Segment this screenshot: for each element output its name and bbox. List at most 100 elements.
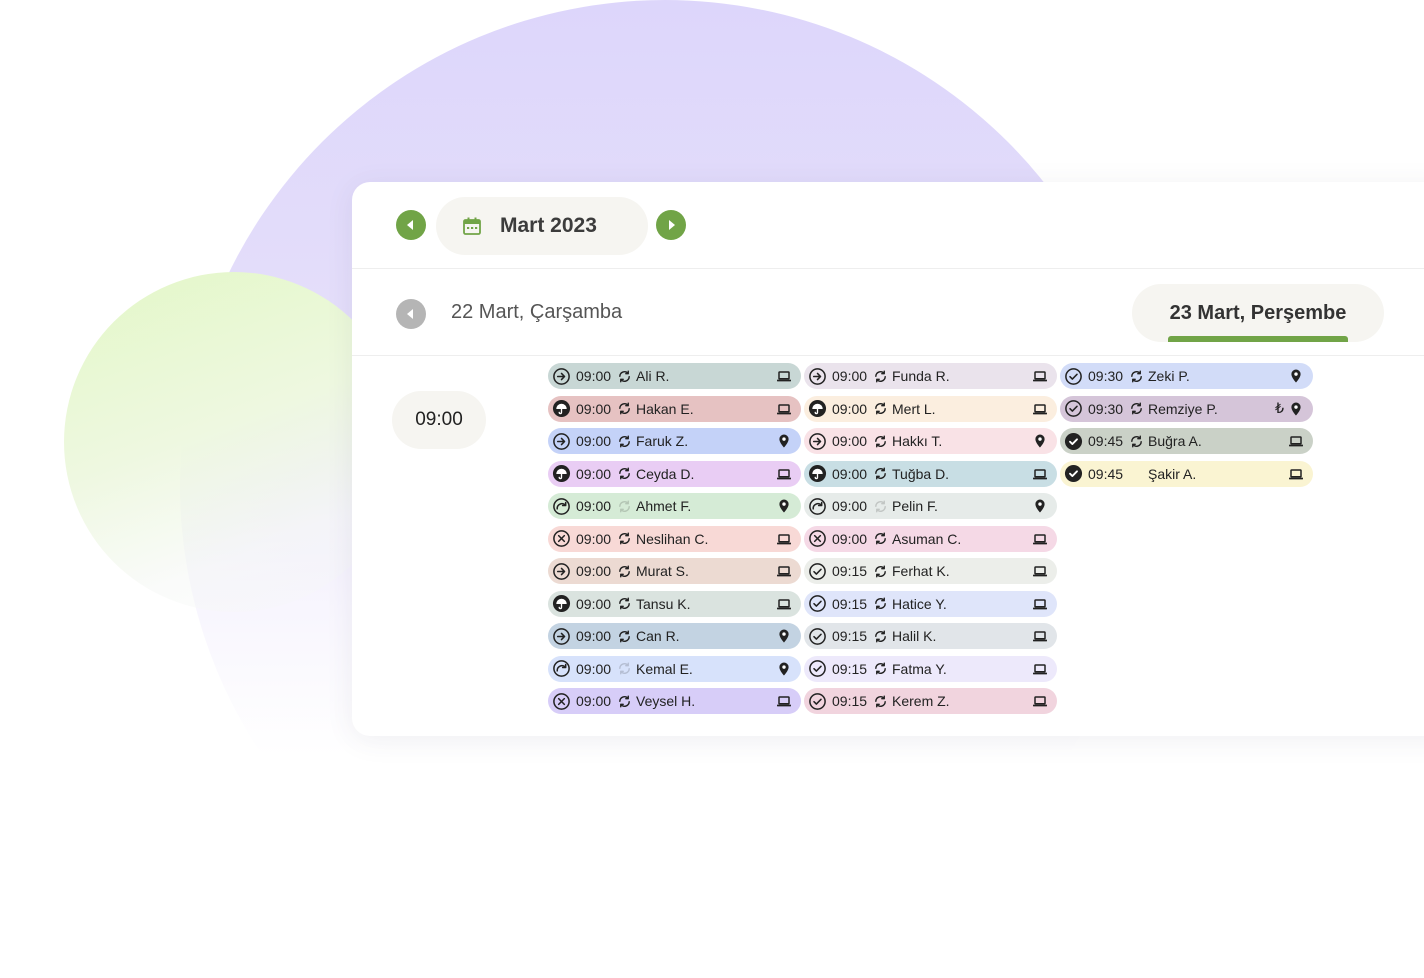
appointment-client-name: Kerem Z. (892, 693, 950, 709)
laptop-icon (1289, 468, 1303, 479)
appointment-time: 09:00 (576, 433, 612, 449)
appointment-client-name: Remziye P. (1148, 400, 1218, 417)
current-day-tab[interactable]: 23 Mart, Perşembe (1132, 284, 1384, 342)
appointment-time: 09:00 (832, 465, 868, 482)
appointment-client-name: Ahmet F. (636, 498, 692, 514)
laptop-icon (777, 566, 791, 577)
previous-day-button[interactable] (396, 299, 426, 329)
sync-icon (875, 695, 886, 707)
check-filled-circle-icon (1064, 464, 1083, 483)
location-icon (1035, 434, 1045, 448)
appointment-time: 09:00 (832, 368, 868, 384)
background-green-circle (64, 272, 404, 612)
next-month-button[interactable] (656, 210, 686, 240)
progress-circle-icon (809, 497, 826, 515)
appointment-time: 09:00 (576, 465, 612, 482)
calendar-header: Mart 2023 (352, 182, 1424, 269)
appointment-time: 09:00 (576, 498, 612, 514)
appointment-chip[interactable]: 09:00 Tuğba D. (804, 460, 1057, 487)
appointment-chip[interactable]: 09:45 Buğra A. (1060, 428, 1313, 454)
umbrella-circle-icon (552, 399, 571, 418)
appointment-client-name: Halil K. (892, 628, 937, 644)
sync-icon (875, 532, 886, 545)
calendar-icon (463, 217, 481, 235)
cancel-circle-icon (553, 530, 570, 547)
appointment-chip[interactable]: 09:00 Ahmet F. (548, 493, 801, 519)
sync-icon (1131, 402, 1142, 415)
sync-icon (875, 630, 886, 642)
location-icon (1291, 402, 1301, 415)
appointment-time: 09:00 (576, 400, 612, 417)
laptop-icon (777, 468, 791, 479)
month-selector[interactable]: Mart 2023 (436, 197, 648, 255)
sync-icon (619, 370, 630, 382)
appointment-time: 09:00 (576, 595, 612, 612)
appointment-client-name: Kemal E. (636, 660, 693, 677)
check-circle-icon (809, 595, 826, 612)
appointment-chip[interactable]: 09:15 Hatice Y. (804, 590, 1057, 617)
check-circle-icon (809, 692, 826, 710)
laptop-icon (777, 598, 791, 609)
appointment-client-name: Buğra A. (1148, 433, 1202, 449)
time-slot-label: 09:00 (392, 391, 486, 449)
laptop-icon (1033, 631, 1047, 642)
previous-month-button[interactable] (396, 210, 426, 240)
appointment-chip[interactable]: 09:30 Remziye P. ₺ (1060, 395, 1313, 422)
appointment-time: 09:45 (1088, 433, 1124, 449)
current-day-indicator (1168, 336, 1348, 342)
appointment-client-name: Hatice Y. (892, 595, 947, 612)
sync-icon (619, 402, 630, 415)
appointment-client-name: Faruk Z. (636, 433, 689, 449)
laptop-icon (1289, 436, 1303, 447)
appointment-client-name: Neslihan C. (636, 530, 709, 547)
appointment-time: 09:15 (832, 595, 868, 612)
calendar-panel: Mart 2023 22 Mart, Çarşamba 23 Mart, Per… (352, 182, 1424, 736)
appointment-client-name: Fatma Y. (892, 660, 947, 677)
sync-icon (619, 467, 630, 480)
appointment-time: 09:15 (832, 628, 868, 644)
laptop-icon (777, 371, 791, 382)
day-bar (352, 269, 1424, 356)
appointment-chip[interactable]: 09:15 Halil K. (804, 623, 1057, 649)
laptop-icon (1033, 533, 1047, 544)
location-icon (779, 434, 789, 448)
appointment-client-name: Tuğba D. (892, 465, 950, 482)
arrow-right-circle-icon (809, 367, 826, 385)
umbrella-circle-icon (552, 594, 571, 613)
appointment-client-name: Ali R. (636, 368, 670, 384)
appointment-time: 09:15 (832, 563, 868, 579)
progress-circle-icon (553, 660, 570, 677)
previous-day-label[interactable]: 22 Mart, Çarşamba (451, 301, 623, 323)
appointment-chip[interactable]: 09:00 Faruk Z. (548, 428, 801, 454)
umbrella-circle-icon (808, 464, 827, 483)
payment-lira-icon: ₺ (1275, 399, 1284, 416)
check-circle-icon (1065, 400, 1082, 417)
appointment-time: 09:45 (1088, 465, 1124, 482)
sync-icon (619, 695, 630, 707)
chevron-left-icon (407, 220, 413, 230)
sync-icon (1131, 370, 1142, 382)
arrow-right-circle-icon (809, 432, 826, 450)
appointment-time: 09:00 (832, 498, 868, 514)
appointment-time: 09:30 (1088, 400, 1124, 417)
